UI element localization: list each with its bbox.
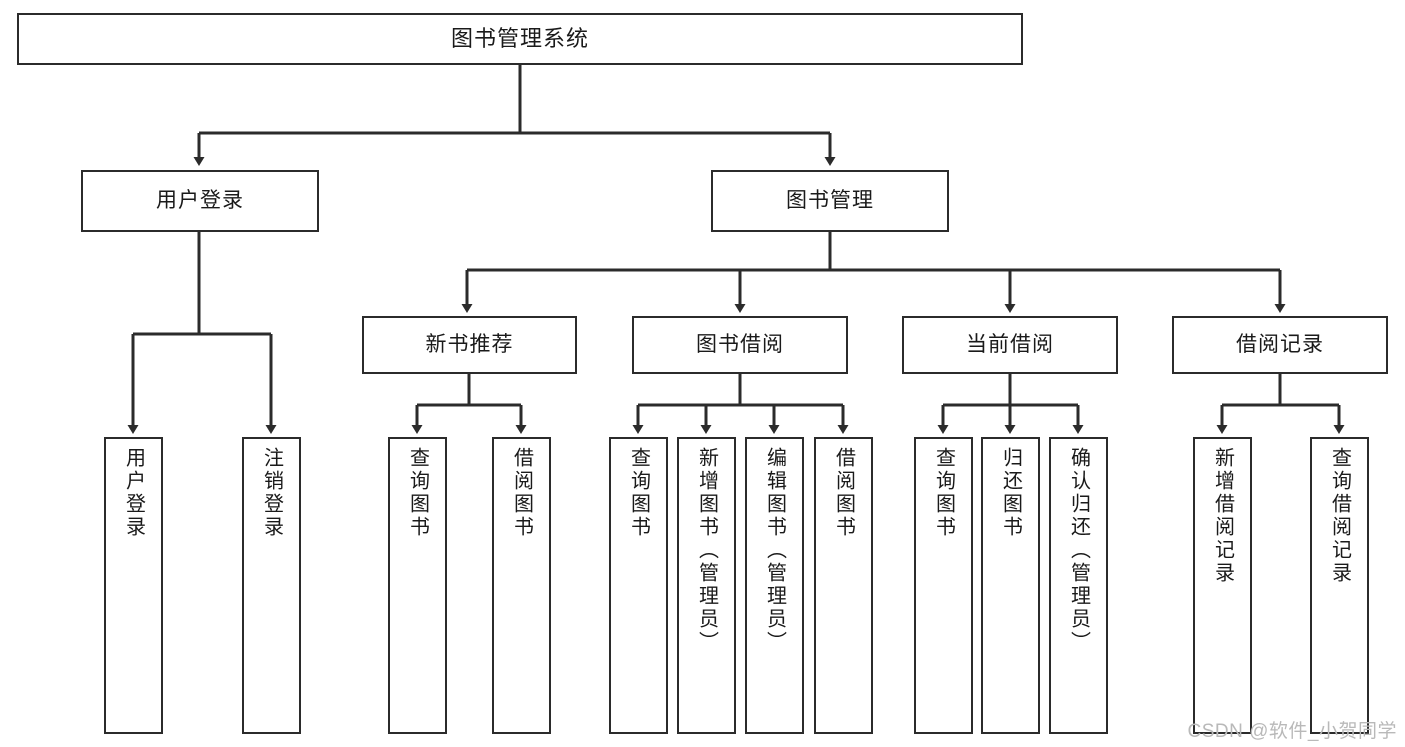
node-label: 查询图书: [627, 447, 650, 539]
node-root-system[interactable]: 图书管理系统: [17, 13, 1023, 65]
node-borrow-records[interactable]: 借阅记录: [1172, 316, 1388, 374]
node-label: 当前借阅: [966, 332, 1054, 356]
leaf-borrow-book[interactable]: 借阅图书: [814, 437, 873, 734]
node-label: 新书推荐: [425, 332, 514, 356]
node-label: 借阅图书: [510, 447, 533, 539]
node-book-borrow[interactable]: 图书借阅: [632, 316, 848, 374]
leaf-query-book-recommend[interactable]: 查询图书: [388, 437, 447, 734]
node-label: 查询借阅记录: [1328, 447, 1351, 585]
node-label: 新增借阅记录: [1211, 447, 1234, 585]
node-new-book-recommend[interactable]: 新书推荐: [362, 316, 577, 374]
node-label: 确认归还（管理员）: [1067, 447, 1090, 654]
leaf-add-borrow-record[interactable]: 新增借阅记录: [1193, 437, 1252, 734]
leaf-logout[interactable]: 注销登录: [242, 437, 301, 734]
node-label: 借阅记录: [1236, 332, 1324, 356]
leaf-query-borrow-record[interactable]: 查询借阅记录: [1310, 437, 1369, 734]
node-label: 新增图书（管理员）: [695, 447, 718, 654]
node-user-login[interactable]: 用户登录: [81, 170, 319, 232]
leaf-edit-book-admin[interactable]: 编辑图书（管理员）: [745, 437, 804, 734]
node-label: 编辑图书（管理员）: [763, 447, 786, 654]
node-label: 图书管理: [786, 188, 874, 212]
leaf-add-book-admin[interactable]: 新增图书（管理员）: [677, 437, 736, 734]
leaf-query-book-current[interactable]: 查询图书: [914, 437, 973, 734]
node-label: 查询图书: [406, 447, 429, 539]
leaf-return-book[interactable]: 归还图书: [981, 437, 1040, 734]
node-label: 查询图书: [932, 447, 955, 539]
node-current-borrow[interactable]: 当前借阅: [902, 316, 1118, 374]
node-label: 图书借阅: [696, 332, 784, 356]
node-book-management[interactable]: 图书管理: [711, 170, 949, 232]
leaf-query-book-borrow[interactable]: 查询图书: [609, 437, 668, 734]
node-label: 注销登录: [260, 447, 283, 539]
node-label: 归还图书: [999, 447, 1022, 539]
node-label: 用户登录: [122, 447, 145, 539]
node-label: 图书管理系统: [450, 26, 589, 52]
node-label: 用户登录: [156, 188, 244, 212]
node-label: 借阅图书: [832, 447, 855, 539]
leaf-confirm-return-admin[interactable]: 确认归还（管理员）: [1049, 437, 1108, 734]
leaf-user-login[interactable]: 用户登录: [104, 437, 163, 734]
leaf-borrow-book-recommend[interactable]: 借阅图书: [492, 437, 551, 734]
csdn-watermark: CSDN @软件_小贺同学: [1187, 721, 1397, 742]
